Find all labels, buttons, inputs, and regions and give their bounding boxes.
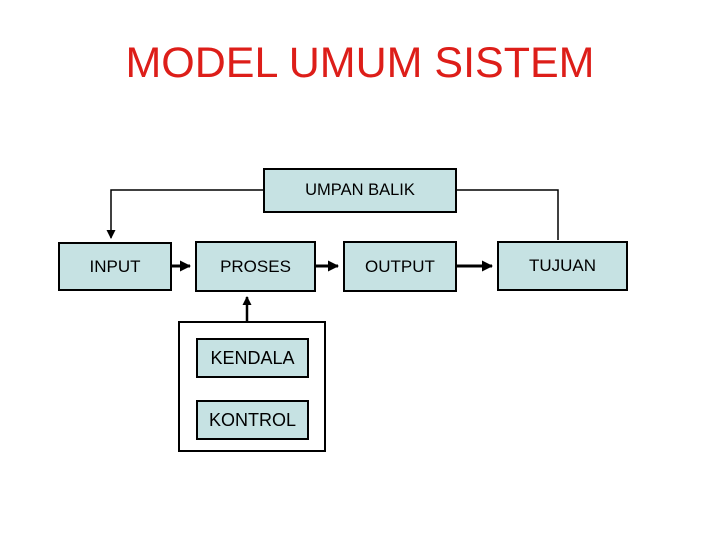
- box-kontrol: KONTROL: [196, 400, 309, 440]
- box-input: INPUT: [58, 242, 172, 291]
- box-tujuan: TUJUAN: [497, 241, 628, 291]
- box-output: OUTPUT: [343, 241, 457, 292]
- box-kontrol-label: KONTROL: [208, 409, 296, 430]
- box-umpan-balik-label: UMPAN BALIK: [305, 181, 415, 199]
- feedback-line-tujuan-to-umpanbalik: [457, 189, 559, 240]
- box-proses: PROSES: [195, 241, 316, 292]
- box-kendala-label: KENDALA: [210, 347, 295, 368]
- slide-title: MODEL UMUM SISTEM: [125, 39, 595, 87]
- feedback-line-umpanbalik-to-input: [106, 189, 263, 239]
- box-proses-label: PROSES: [220, 256, 291, 276]
- box-kendala: KENDALA: [196, 338, 309, 378]
- box-tujuan-label: TUJUAN: [528, 256, 597, 275]
- box-output-label: OUTPUT: [365, 256, 435, 276]
- box-umpan-balik: UMPAN BALIK: [263, 168, 457, 213]
- box-input-label: INPUT: [89, 256, 141, 276]
